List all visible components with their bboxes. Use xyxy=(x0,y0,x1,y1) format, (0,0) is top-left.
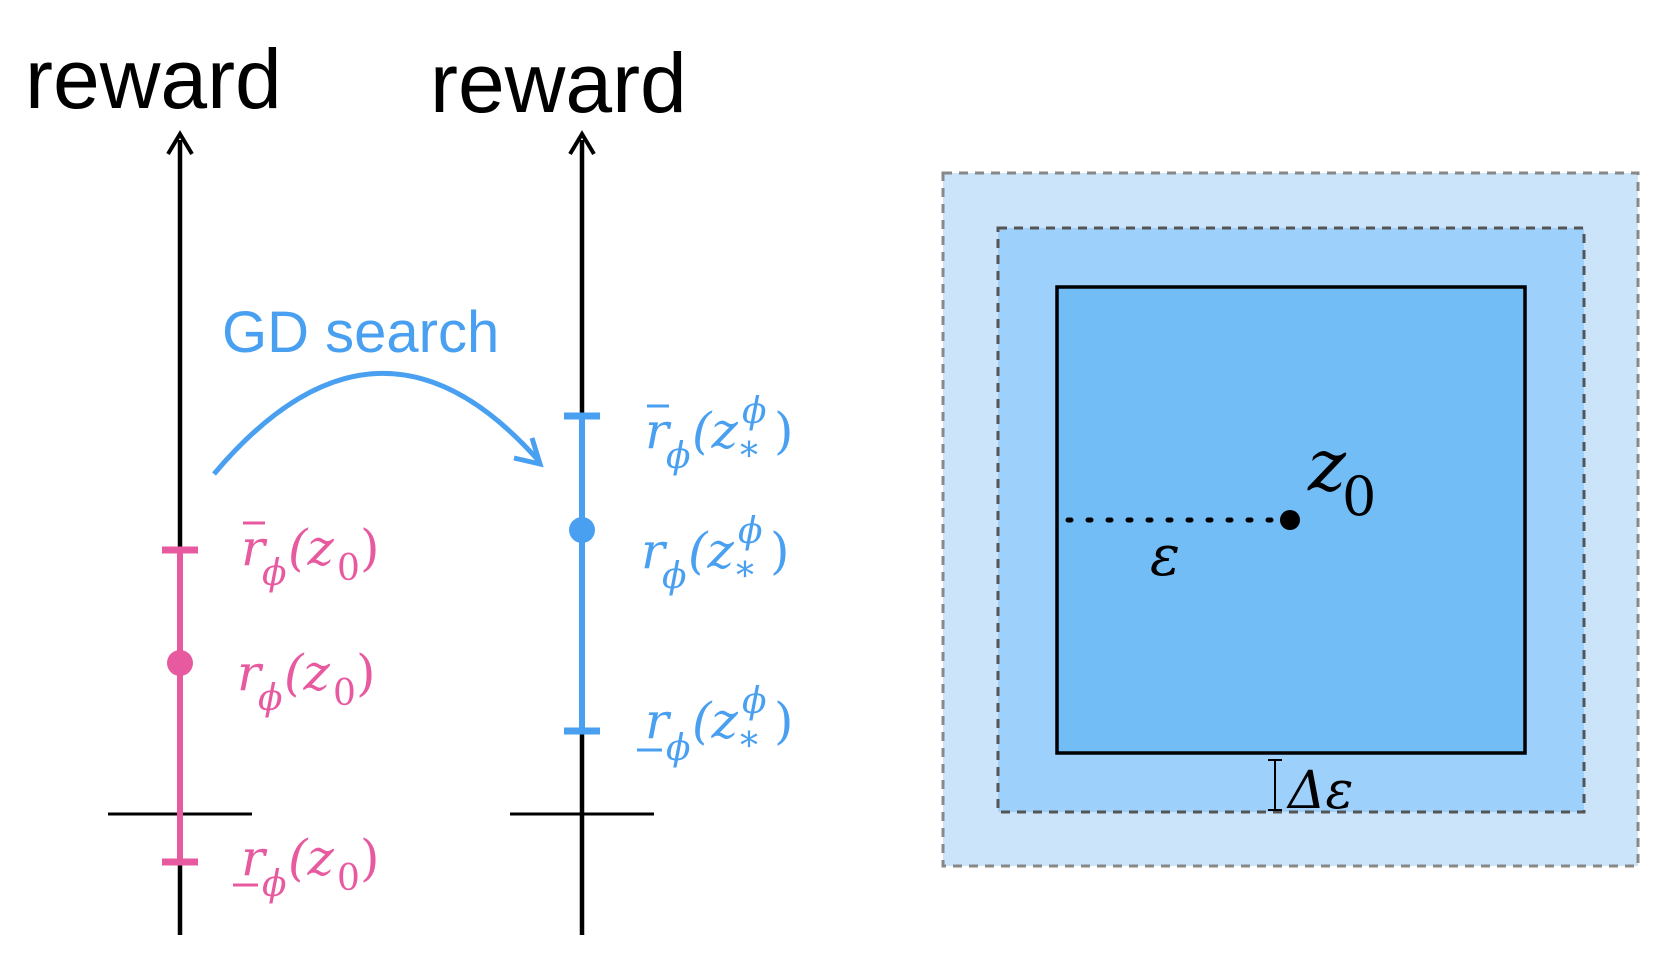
right-lower-label-arg-sub: * xyxy=(740,726,758,767)
right-axis-arrowhead xyxy=(568,130,596,156)
right-mid-label-arg-sub: * xyxy=(736,556,754,597)
gd-search-curve xyxy=(212,370,540,476)
gd-search-arrowhead xyxy=(513,437,544,468)
right-lower-label-close: ) xyxy=(774,692,794,750)
left-mid-label-arg-sub: 0 xyxy=(333,673,356,714)
left-lower-label-base: r xyxy=(241,829,268,887)
margin-label: Δε xyxy=(1286,761,1353,821)
left-lower-label-sub: ϕ xyxy=(262,864,287,905)
inner-solid-box xyxy=(1055,285,1527,755)
left-axis-group: reward r ϕ (z 0 ) r ϕ xyxy=(25,32,380,935)
right-mid-label-sub: ϕ xyxy=(662,556,687,597)
right-lower-label-sub: ϕ xyxy=(666,728,691,769)
right-lower-label-arg: (z xyxy=(692,692,739,750)
left-mid-label-sub: ϕ xyxy=(258,678,283,719)
left-axis-title: reward xyxy=(25,32,282,126)
left-upper-label-close: ) xyxy=(360,519,380,577)
right-upper-label-arg-sup: ϕ xyxy=(742,391,767,432)
left-upper-label-base: r xyxy=(241,519,268,577)
right-upper-label-arg-sub: * xyxy=(740,436,758,477)
left-upper-label-arg: (z xyxy=(288,519,335,577)
left-mid-label-arg: (z xyxy=(284,644,331,702)
right-mid-label-close: ) xyxy=(770,522,790,580)
left-lower-label-arg: (z xyxy=(288,829,335,887)
right-mid-label-arg-sup: ϕ xyxy=(738,511,763,552)
perturbation-box-group: z 0 ε Δε xyxy=(941,171,1640,868)
left-lower-label-arg-sub: 0 xyxy=(337,858,360,899)
right-upper-label: r ϕ (z * ϕ ) xyxy=(645,391,794,477)
radius-label: ε xyxy=(1150,524,1180,589)
right-estimate-dot xyxy=(569,517,595,543)
left-axis-arrowhead xyxy=(166,130,194,156)
left-upper-label-arg-sub: 0 xyxy=(337,548,360,589)
center-label-sub: 0 xyxy=(1342,465,1376,528)
right-axis-title: reward xyxy=(430,36,687,130)
center-point xyxy=(1280,510,1300,530)
left-mid-label-close: ) xyxy=(356,644,376,702)
left-estimate-dot xyxy=(167,650,193,676)
right-lower-label: r ϕ (z * ϕ ) xyxy=(637,681,794,769)
right-mid-label-base: r xyxy=(641,522,668,580)
right-lower-label-base: r xyxy=(645,692,672,750)
right-lower-label-arg-sup: ϕ xyxy=(742,681,767,722)
left-mid-label-base: r xyxy=(237,644,264,702)
right-mid-label: r ϕ (z * ϕ ) xyxy=(641,511,790,597)
right-axis-group: reward r ϕ (z * ϕ ) r ϕ (z xyxy=(430,36,794,935)
center-label: z xyxy=(1307,423,1347,507)
gd-search-label: GD search xyxy=(222,300,499,365)
right-mid-label-arg: (z xyxy=(688,522,735,580)
left-upper-label-sub: ϕ xyxy=(262,553,287,594)
left-lower-label: r ϕ (z 0 ) xyxy=(233,829,380,905)
right-upper-label-sub: ϕ xyxy=(666,436,691,477)
left-lower-label-close: ) xyxy=(360,829,380,887)
right-upper-label-arg: (z xyxy=(692,402,739,460)
right-upper-label-base: r xyxy=(645,402,672,460)
gd-search-arrow-group: GD search xyxy=(212,300,544,476)
left-mid-label: r ϕ (z 0 ) xyxy=(237,644,376,719)
right-upper-label-close: ) xyxy=(774,402,794,460)
left-upper-label: r ϕ (z 0 ) xyxy=(241,519,380,594)
